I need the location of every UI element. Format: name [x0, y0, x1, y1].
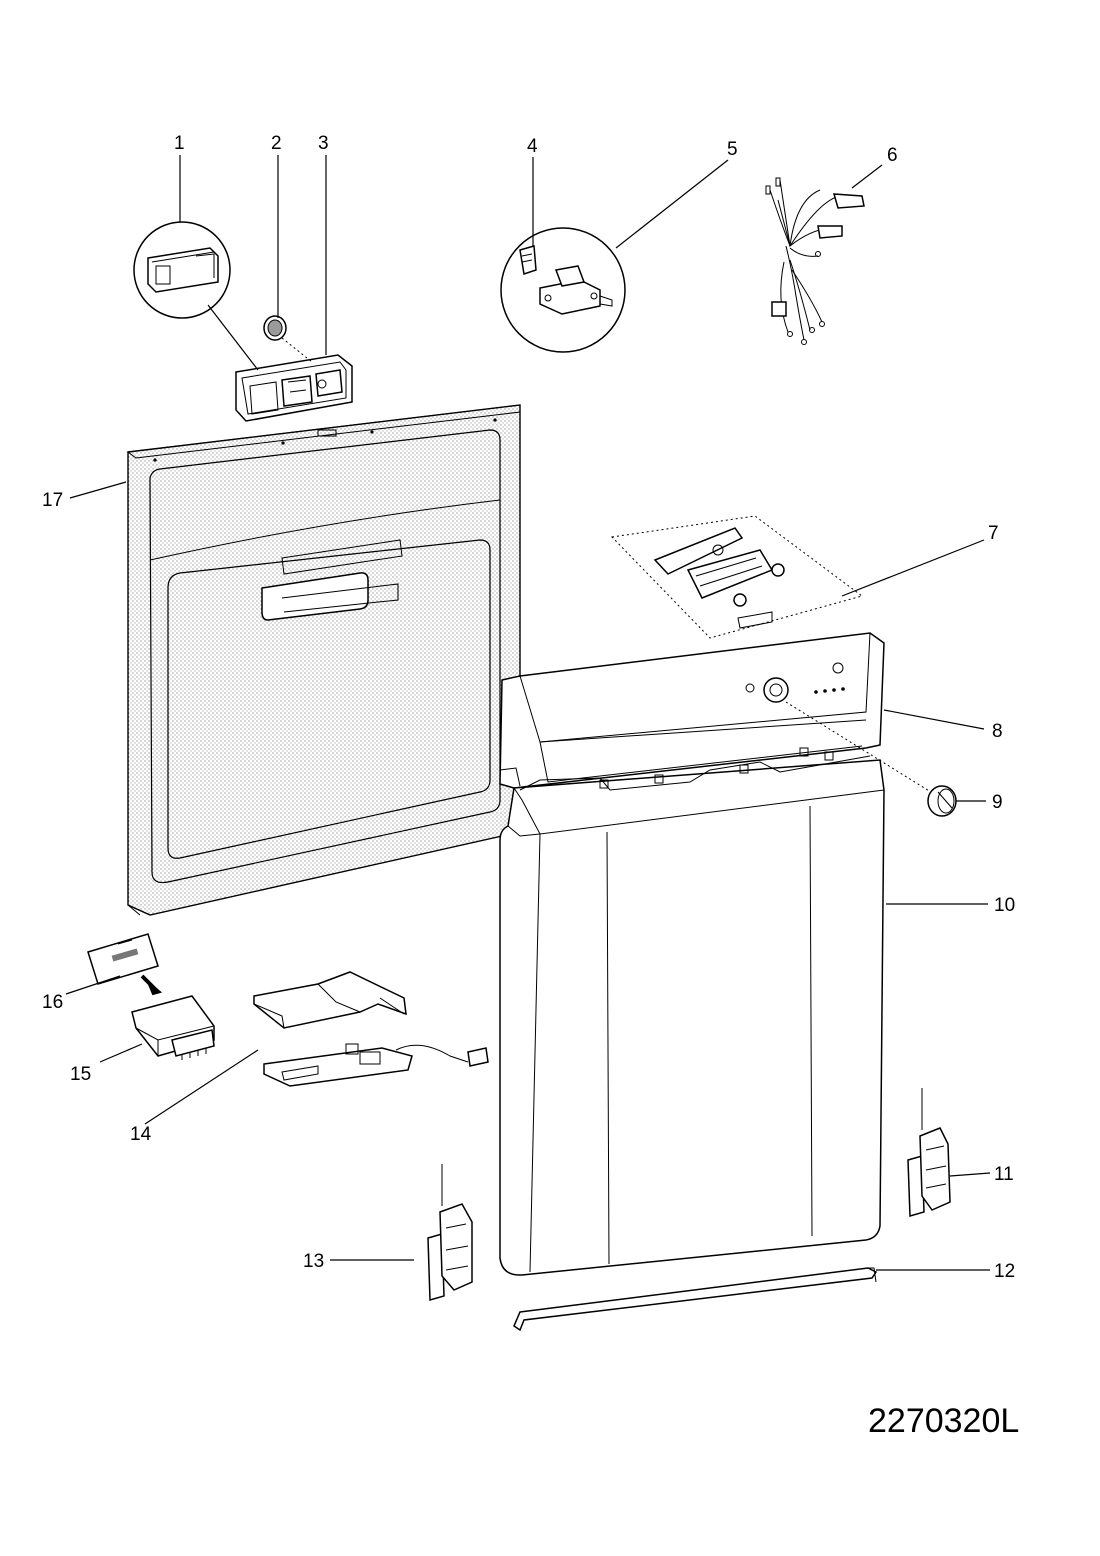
left-hinge-part	[427, 1164, 473, 1301]
callout-9: 9	[992, 792, 1003, 813]
electronic-control-kit-part	[610, 515, 864, 639]
control-knob-part	[785, 701, 957, 817]
callout-17: 17	[42, 490, 63, 511]
micro-switch-part	[519, 245, 537, 275]
wiring-harness-part	[765, 177, 865, 345]
callout-10: 10	[994, 895, 1015, 916]
callout-2: 2	[271, 133, 282, 154]
callout-13: 13	[303, 1251, 324, 1272]
dispenser-seal-part	[263, 315, 313, 363]
callout-3: 3	[318, 133, 329, 154]
rating-label-part	[87, 933, 163, 996]
control-panel-part	[499, 632, 885, 789]
right-hinge-part	[907, 1088, 951, 1217]
diagram-code: 2270320L	[868, 1402, 1019, 1440]
callout-5: 5	[727, 139, 738, 160]
callout-11: 11	[994, 1164, 1014, 1185]
inner-door-panel-part	[126, 404, 521, 916]
outer-door-panel-part	[499, 755, 885, 1276]
callout-8: 8	[992, 721, 1003, 742]
callout-labels: 1 2 3 4 5 6 7 8 9 10 11 12 13 14 15 16 1…	[42, 133, 1015, 1282]
electronic-module-part	[131, 995, 215, 1060]
callout-1: 1	[174, 133, 185, 154]
callout-16: 16	[42, 992, 63, 1013]
callout-7: 7	[988, 523, 999, 544]
door-rod-part	[513, 1267, 878, 1332]
callout-6: 6	[887, 145, 898, 166]
callout-15: 15	[70, 1064, 91, 1085]
door-lock-part	[500, 227, 626, 353]
callout-12: 12	[994, 1261, 1015, 1282]
callout-14: 14	[130, 1124, 152, 1145]
pcb-with-cover-part	[253, 971, 489, 1087]
leader-lines	[65, 155, 991, 1271]
callout-4: 4	[527, 136, 538, 157]
detergent-dispenser-part	[235, 354, 353, 422]
dispenser-lid-part	[133, 221, 231, 319]
